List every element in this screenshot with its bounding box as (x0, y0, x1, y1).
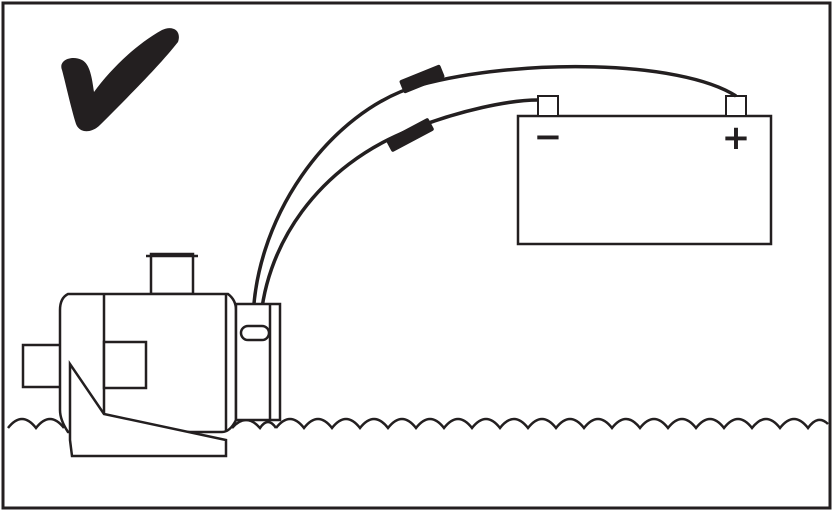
pump-outlet (149, 252, 195, 296)
water-surface-under-pump (231, 418, 278, 431)
negative-wire-fuse (386, 118, 434, 152)
pump-cable-gland (239, 324, 271, 342)
positive-wire-fuse (399, 64, 445, 94)
battery-negative-terminal (537, 95, 559, 117)
checkmark-icon (61, 28, 179, 132)
pump-base (68, 359, 228, 458)
pump-inner-port (102, 340, 148, 390)
battery-positive-label: + (722, 118, 751, 158)
battery-body (516, 114, 773, 246)
pump-inlet (21, 343, 67, 389)
battery-positive-terminal (725, 95, 747, 117)
water-surface (7, 417, 829, 431)
pump-end-cap (234, 302, 282, 422)
pump (21, 252, 282, 458)
battery: − + (516, 95, 773, 246)
battery-negative-label: − (534, 117, 563, 157)
